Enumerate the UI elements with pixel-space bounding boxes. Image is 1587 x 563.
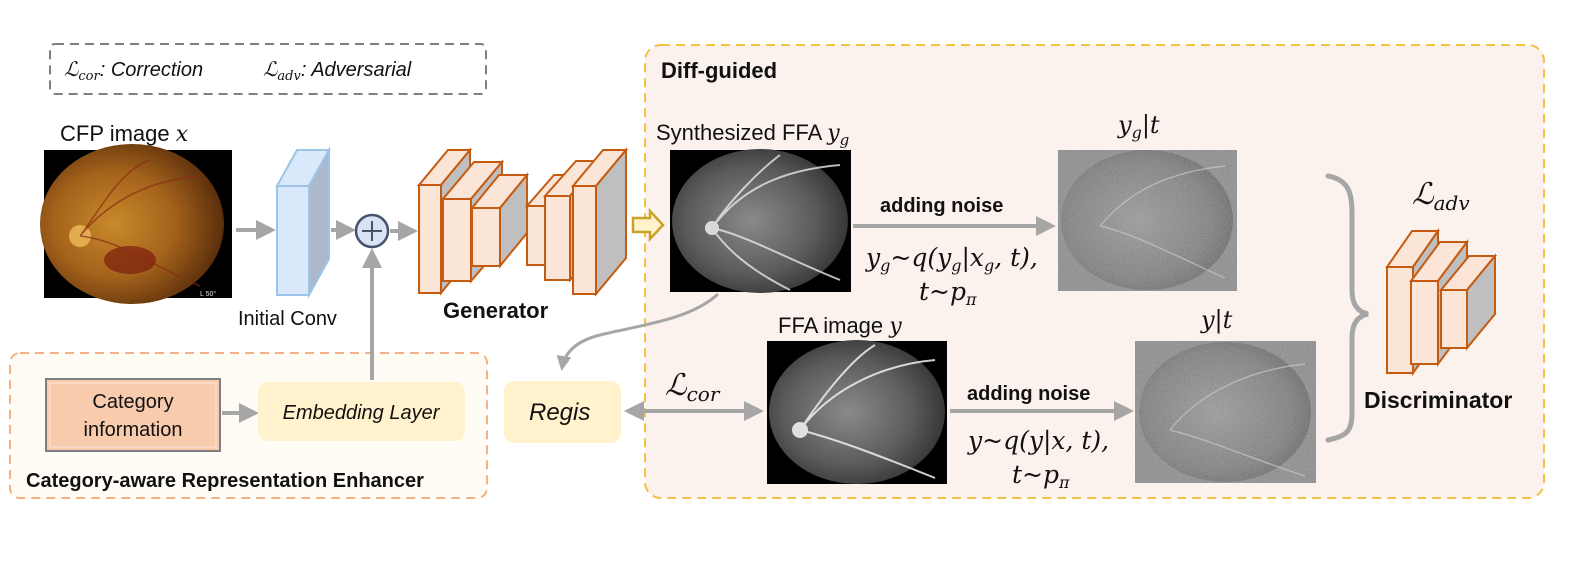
adding-noise-top-label: adding noise xyxy=(880,195,1003,217)
cfp-image: L 50° xyxy=(40,144,232,304)
category-line1: Category xyxy=(92,391,173,413)
noisy-synth-label: yg|t xyxy=(1117,111,1160,142)
formula-bottom-line1: y~q(y|x, t), xyxy=(967,426,1109,456)
regis-label: Regis xyxy=(529,399,590,426)
arrow-synth-to-regis xyxy=(556,292,720,371)
formula-bottom-line2: t~pπ xyxy=(1012,460,1070,492)
ffa-label: FFA image y xyxy=(778,313,902,339)
synth-ffa-image xyxy=(670,149,851,293)
merge-bracket xyxy=(1325,173,1369,443)
regis-box xyxy=(504,381,621,443)
legend-box xyxy=(49,43,487,95)
ffa-image xyxy=(767,340,947,484)
formula-top-line2: t~pπ xyxy=(919,277,977,309)
discriminator-label: Discriminator xyxy=(1364,387,1512,413)
cfp-label: CFP image x xyxy=(60,121,189,147)
embedding-layer-label: Embedding Layer xyxy=(283,402,441,424)
legend-correction: ℒcor: Correction xyxy=(64,57,203,84)
synth-ffa-label: Synthesized FFA yg xyxy=(656,120,849,149)
legend-adversarial: ℒadv: Adversarial xyxy=(263,57,412,84)
formula-top-line1: yg~q(yg|xg, t), xyxy=(865,243,1038,275)
initial-conv-layer xyxy=(275,146,331,299)
loss-adv-label: ℒadv xyxy=(1412,177,1470,215)
discriminator-network xyxy=(1385,227,1498,377)
category-information-box: Category information xyxy=(45,378,221,452)
noisy-ffa-label: y|t xyxy=(1200,306,1233,335)
noisy-ffa-image xyxy=(1135,341,1316,483)
add-operator-icon xyxy=(354,213,390,249)
initial-conv-label: Initial Conv xyxy=(238,308,337,330)
adding-noise-bottom-label: adding noise xyxy=(967,383,1090,405)
enhancer-title: Category-aware Representation Enhancer xyxy=(26,470,424,492)
diff-guided-title: Diff-guided xyxy=(661,58,777,83)
noisy-synth-image xyxy=(1058,150,1237,291)
loss-cor-label: ℒcor xyxy=(665,368,721,406)
cfp-corner-text: L 50° xyxy=(200,290,216,298)
hollow-arrow-generator-output xyxy=(631,207,665,243)
category-line2: information xyxy=(84,419,183,441)
generator-label: Generator xyxy=(443,298,549,323)
embedding-layer-box xyxy=(258,382,465,441)
generator-network xyxy=(416,147,629,297)
